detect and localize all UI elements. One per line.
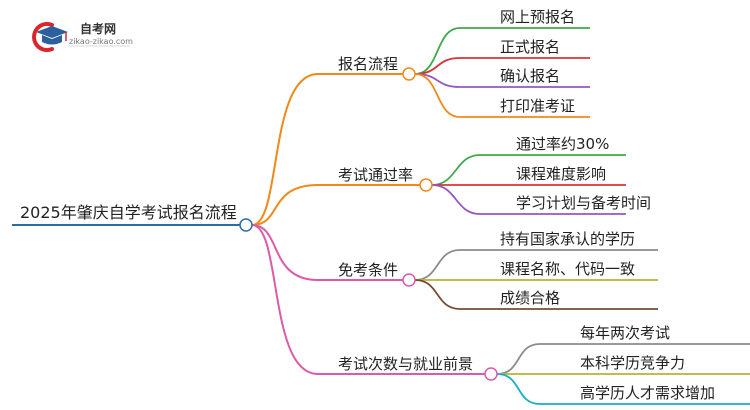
graduation-cap-icon <box>32 22 68 52</box>
branch-topic: 报名流程 <box>338 55 398 73</box>
leaf-topic: 确认报名 <box>500 67 560 85</box>
leaf-topic: 通过率约30% <box>516 135 609 153</box>
leaf-topic: 课程难度影响 <box>516 165 606 183</box>
branch-node-circle[interactable] <box>419 178 433 192</box>
connector-lines <box>12 27 750 405</box>
leaf-topic: 正式报名 <box>500 38 560 56</box>
branch-topic: 考试通过率 <box>338 166 413 184</box>
leaf-topic: 课程名称、代码一致 <box>500 260 635 278</box>
logo-domain: zikao-zikao.com <box>69 37 133 46</box>
site-logo: 自考网 zikao-zikao.com <box>32 21 133 52</box>
leaf-topic: 高学历人才需求增加 <box>580 384 715 402</box>
leaf-topic: 网上预报名 <box>500 8 575 26</box>
branch-node-circle[interactable] <box>402 67 416 81</box>
leaf-topic: 每年两次考试 <box>580 324 670 342</box>
leaf-topic: 成绩合格 <box>500 289 560 307</box>
branch-node-circle[interactable] <box>402 273 416 287</box>
leaf-topic: 打印准考证 <box>500 97 575 115</box>
logo-name: 自考网 <box>80 21 116 36</box>
root-node-circle[interactable] <box>239 218 253 232</box>
branch-node-circle[interactable] <box>484 367 498 381</box>
leaf-topic: 本科学历竞争力 <box>580 354 685 372</box>
leaf-topic: 学习计划与备考时间 <box>516 194 651 212</box>
branch-topic: 考试次数与就业前景 <box>338 355 473 373</box>
leaf-topic: 持有国家承认的学历 <box>500 230 635 248</box>
branch-topic: 免考条件 <box>338 261 398 279</box>
map-nodes: 2025年肇庆自学考试报名流程 报名流程 网上预报名正式报名确认报名打印准考证考试通… <box>20 8 715 402</box>
root-topic: 2025年肇庆自学考试报名流程 <box>20 203 237 222</box>
